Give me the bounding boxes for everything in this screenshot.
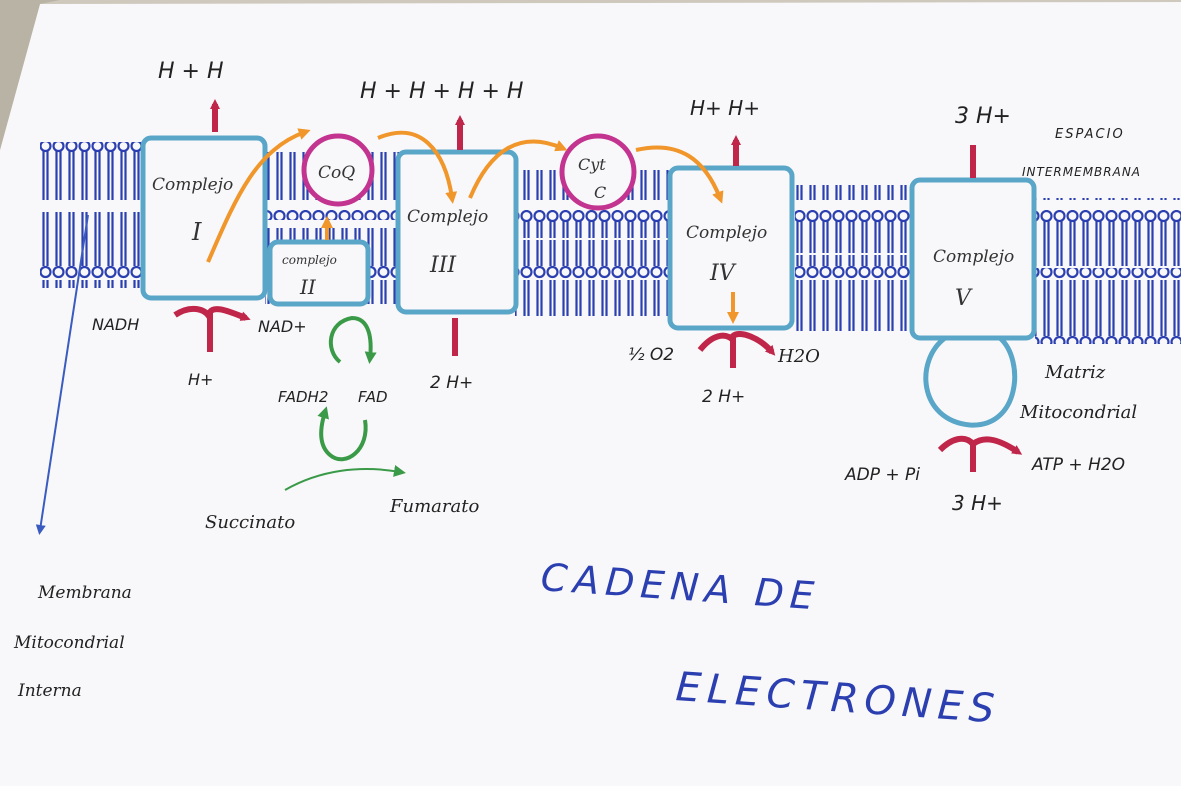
coq-carrier: CoQ <box>301 133 375 207</box>
label-h-complex3-top: H + H + H + H <box>360 79 523 104</box>
complex-4-name: Complejo <box>686 223 767 243</box>
label-h-complex3-bottom: 2 H+ <box>430 373 473 393</box>
coq-label: CoQ <box>318 163 355 183</box>
label-intermembrana: INTERMEMBRANA <box>1022 165 1141 179</box>
complex-3: Complejo III <box>395 149 519 315</box>
label-espacio: ESPACIO <box>1055 127 1125 142</box>
complex-1-numeral: I <box>191 218 202 246</box>
label-half-o2: ½ O2 <box>628 345 674 365</box>
label-membrana: Membrana <box>37 583 132 603</box>
complex-4: Complejo IV <box>667 165 795 331</box>
label-nad: NAD+ <box>258 317 307 336</box>
label-h-complex5-top: 3 H+ <box>955 104 1011 129</box>
cyt-label-line2: C <box>594 183 606 202</box>
complex-2-numeral: II <box>299 275 317 299</box>
atp-proton-arrow <box>970 436 1023 472</box>
label-h-complex4-top: H+ H+ <box>690 96 760 120</box>
membrane-segment <box>515 240 670 316</box>
label-h-complex1-bottom: H+ <box>188 370 213 389</box>
membrane-segment <box>40 142 145 210</box>
label-mitocondrial: Mitocondrial <box>1019 402 1137 423</box>
fad-arrow <box>328 315 377 364</box>
membrane-segment <box>795 185 910 253</box>
label-succinato: Succinato <box>205 512 295 533</box>
complex-2: complejo II <box>267 239 371 307</box>
membrane-segment <box>40 212 145 288</box>
complex-3-name: Complejo <box>407 207 488 227</box>
electron-arrow <box>377 130 458 204</box>
cyt-label-line1: Cyt <box>578 155 606 174</box>
complex-2-name: complejo <box>282 253 337 267</box>
membrane-segment <box>795 255 910 331</box>
label-fad: FAD <box>358 388 388 406</box>
complex-5-numeral: V <box>955 286 973 311</box>
complex-5-name: Complejo <box>933 247 1014 267</box>
complex-4-numeral: IV <box>709 261 737 286</box>
label-matriz: Matriz <box>1044 362 1106 383</box>
label-h-complex5-bottom: 3 H+ <box>952 491 1003 515</box>
complex-5: Complejo V <box>909 177 1037 428</box>
o2-proton-arrow <box>730 331 776 368</box>
label-adp: ADP + Pi <box>844 465 920 485</box>
fad-cycle <box>284 315 406 491</box>
membrane-segment <box>1035 268 1181 344</box>
membrane-pointer-arrow <box>35 214 89 535</box>
label-h-complex4-bottom: 2 H+ <box>702 387 745 407</box>
label-membrana-mitocondrial: Mitocondrial <box>13 633 125 653</box>
complex-3-numeral: III <box>429 253 457 278</box>
electron-flow <box>206 128 739 324</box>
electron-arrow <box>635 145 724 204</box>
label-membrana-interna: Interna <box>17 681 82 701</box>
electron-arrow <box>206 128 311 263</box>
membrane-segment <box>1035 198 1181 266</box>
electron-arrow <box>468 139 568 199</box>
nadh-proton-arrow <box>207 306 251 352</box>
label-nadh: NADH <box>92 315 139 334</box>
fadh2-arrow <box>317 406 368 462</box>
succinate-arrow <box>284 465 406 491</box>
label-h2o: H2O <box>777 346 820 367</box>
cytochrome-c-carrier: Cyt C <box>559 133 637 211</box>
label-atp: ATP + H2O <box>1031 455 1125 475</box>
proton-flow <box>173 99 1023 472</box>
label-fadh2: FADH2 <box>278 388 328 406</box>
label-fumarato: Fumarato <box>389 496 479 517</box>
complex-1-name: Complejo <box>152 175 233 195</box>
complex-1: Complejo I <box>140 135 268 301</box>
atp-synthase-head <box>923 335 1018 428</box>
label-h-complex1-top: H + H <box>158 59 224 84</box>
